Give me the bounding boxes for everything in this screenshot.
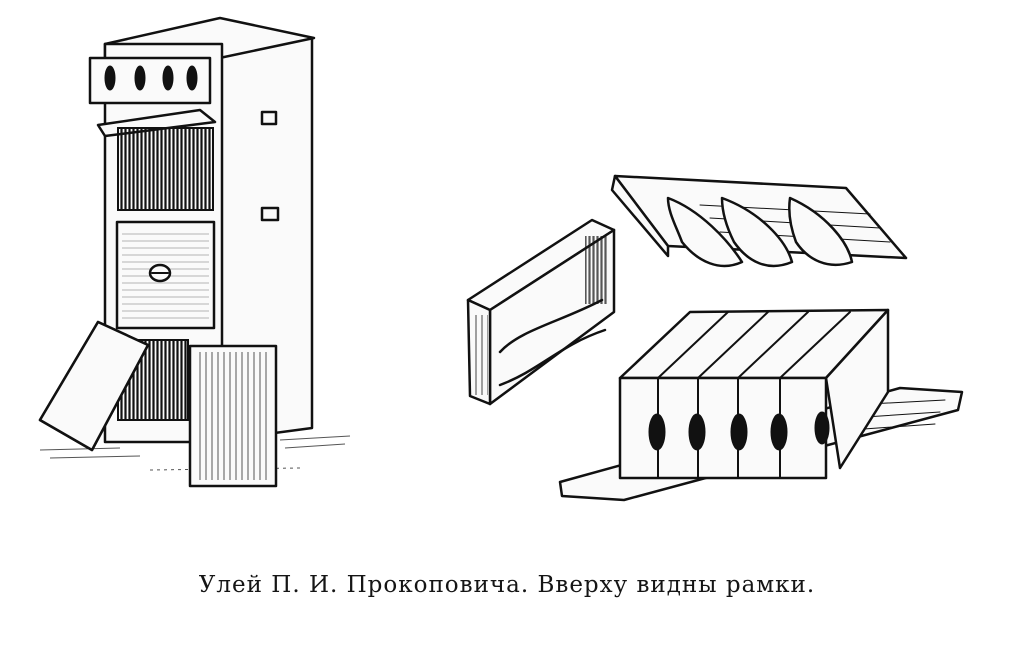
- engraving-illustration: [38, 16, 964, 502]
- figure-caption: Улей П. И. Прокоповича. Вверху видны рам…: [198, 572, 816, 598]
- open-frame: [466, 218, 616, 406]
- frame-block-ovals: [648, 411, 830, 451]
- ground-hatching: [39, 435, 351, 471]
- frame-block: [558, 308, 964, 502]
- upper-frame-board: [610, 174, 908, 268]
- hive-cabinet: [38, 16, 351, 488]
- top-frame-ovals: [104, 65, 198, 91]
